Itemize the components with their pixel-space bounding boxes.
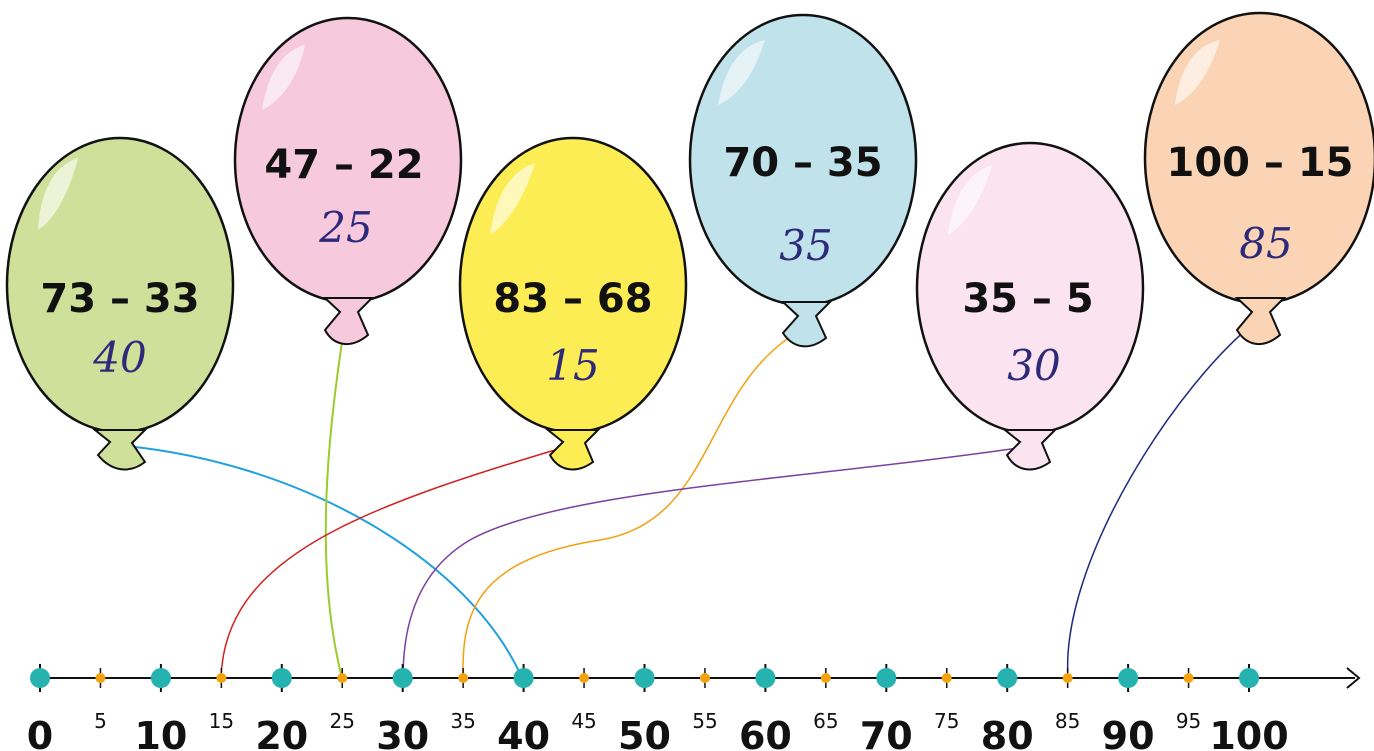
number-line: 0 10 20 30 40 50 60 70 80 90 100 5 15 25 35 45 55 65 75 85 9… (27, 664, 1361, 751)
minor-tick-label: 65 (813, 709, 838, 733)
major-tick-dot (150, 668, 171, 688)
major-tick-dot (997, 668, 1018, 688)
minor-tick-dot (820, 673, 831, 683)
balloon-expression: 100 – 15 (1166, 140, 1353, 186)
strings (114, 319, 1259, 679)
minor-tick-label: 45 (571, 709, 596, 733)
balloon-highlight (262, 45, 305, 110)
major-tick-label: 60 (739, 714, 792, 751)
major-tick-dot (1239, 668, 1259, 688)
minor-tick-dot (579, 673, 590, 683)
balloon-3: 83 – 68 15 (458, 136, 688, 471)
minor-tick-dot (337, 673, 348, 683)
balloon-answer: 85 (1239, 219, 1292, 268)
balloon-highlight (38, 158, 78, 230)
balloon-knot (545, 429, 601, 471)
major-tick-dot (1118, 668, 1139, 688)
major-tick-dot (876, 668, 897, 688)
balloon-expression: 47 – 22 (264, 142, 423, 188)
minor-tick-dot (699, 673, 710, 683)
string-balloon-4 (462, 324, 811, 679)
minor-tick-label: 95 (1176, 709, 1201, 733)
balloon-expression: 70 – 35 (723, 140, 882, 186)
major-tick-dot (392, 668, 413, 688)
minor-tick-label: 5 (94, 709, 107, 733)
minor-tick-label: 25 (330, 709, 355, 733)
balloon-highlight (490, 163, 535, 235)
balloon-2: 47 – 22 25 (233, 16, 463, 345)
balloon-highlight (948, 165, 992, 235)
string-balloon-6 (1066, 319, 1259, 679)
balloon-knot (780, 301, 833, 348)
string-balloon-5 (402, 446, 1026, 679)
major-tick-label: 80 (981, 714, 1034, 751)
balloon-6: 100 – 15 85 (1143, 11, 1374, 345)
balloon-expression: 73 – 33 (40, 276, 199, 322)
major-tick-label: 100 (1209, 714, 1288, 751)
balloon-highlight (718, 40, 765, 105)
balloon-answer: 25 (318, 203, 372, 252)
number-line-arrow-head (1346, 667, 1361, 689)
balloon-knot (92, 429, 148, 471)
balloon-4: 70 – 35 35 (688, 13, 918, 348)
minor-tick-dot (1062, 673, 1073, 683)
balloon-answer: 30 (1007, 341, 1060, 390)
balloon-5: 35 – 5 30 (915, 141, 1145, 471)
minor-tick-dot (941, 673, 952, 683)
major-tick-dot (513, 668, 534, 688)
major-tick-dot (755, 668, 776, 688)
string-balloon-3 (220, 444, 573, 679)
balloon-expression: 83 – 68 (493, 276, 652, 322)
minor-tick-dot (458, 673, 469, 683)
balloon-knot (322, 297, 375, 345)
major-tick-dot (634, 668, 655, 688)
minor-tick-label: 75 (934, 709, 959, 733)
balloon-highlight (1175, 40, 1220, 105)
balloon-expression: 35 – 5 (962, 276, 1093, 322)
minor-tick-label: 35 (450, 709, 475, 733)
balloon-knot (1002, 429, 1058, 471)
minor-tick-dot (216, 673, 227, 683)
minor-tick-label: 15 (209, 709, 234, 733)
balloon-1: 73 – 33 40 (5, 136, 235, 471)
major-tick-label: 40 (497, 714, 550, 751)
number-line-marks: 0 10 20 30 40 50 60 70 80 90 100 5 15 25 35 45 55 65 75 85 9… (27, 664, 1289, 751)
major-tick-label: 50 (618, 714, 671, 751)
major-tick-dot (30, 668, 50, 688)
minor-tick-label: 85 (1055, 709, 1080, 733)
balloon-answer: 40 (92, 333, 146, 382)
major-tick-label: 30 (376, 714, 429, 751)
balloon-knot (1234, 297, 1287, 345)
minor-tick-dot (1183, 673, 1194, 683)
major-tick-dot (271, 668, 292, 688)
minor-tick-label: 55 (692, 709, 717, 733)
minor-tick-dot (95, 673, 106, 683)
major-tick-label: 70 (860, 714, 913, 751)
balloon-answer: 35 (779, 221, 832, 270)
string-balloon-2 (324, 321, 346, 679)
major-tick-label: 0 (27, 714, 53, 751)
major-tick-label: 10 (134, 714, 187, 751)
balloon-answer: 15 (546, 341, 599, 390)
major-tick-label: 90 (1102, 714, 1155, 751)
string-balloon-1 (114, 444, 523, 679)
major-tick-label: 20 (255, 714, 308, 751)
